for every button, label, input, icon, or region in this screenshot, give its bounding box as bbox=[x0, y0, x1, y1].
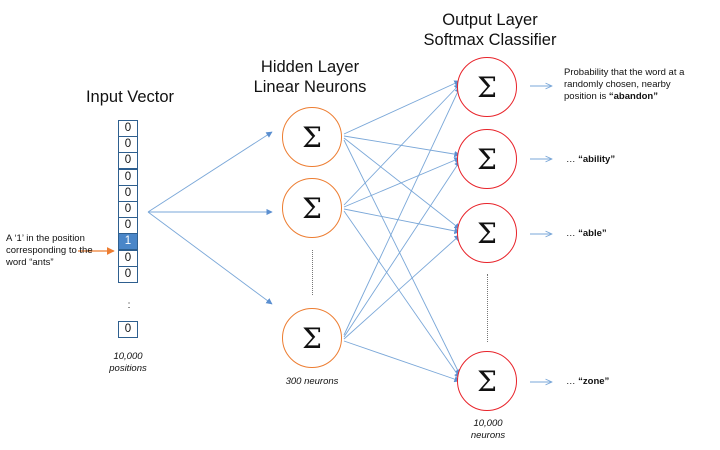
hidden-caption: 300 neurons bbox=[285, 376, 339, 387]
hidden-to-output-arrow bbox=[343, 80, 461, 135]
output-word-abandon: “abandon” bbox=[608, 91, 658, 102]
hidden-neuron-2: Σ bbox=[282, 178, 342, 238]
output-label-ability: … “ability” bbox=[566, 154, 616, 165]
output-title-line2: Softmax Classifier bbox=[423, 31, 557, 49]
input-note-line2: corresponding to the bbox=[6, 245, 93, 256]
hidden-to-output-arrow bbox=[343, 86, 461, 336]
output-caption-line1: 10,000 bbox=[473, 418, 503, 429]
hidden-ellipsis-dots bbox=[312, 250, 315, 295]
hidden-to-output-arrow bbox=[343, 139, 461, 376]
vector-caption-line1: 10,000 bbox=[113, 351, 143, 362]
output-layer-title: Output Layer Softmax Classifier bbox=[410, 10, 570, 50]
output-label-zone: … “zone” bbox=[566, 376, 610, 387]
hidden-to-output-arrow bbox=[343, 137, 461, 230]
hidden-neuron-3: Σ bbox=[282, 308, 342, 368]
vector-caption: 10,000 positions bbox=[98, 351, 158, 375]
hidden-title-line2: Linear Neurons bbox=[253, 78, 367, 96]
output-caption-line2: neurons bbox=[470, 430, 506, 441]
output-word-zone: “zone” bbox=[578, 376, 610, 387]
vector-cell: 0 bbox=[118, 201, 138, 218]
output-ellipsis-dots bbox=[487, 274, 490, 342]
hidden-to-output-arrow bbox=[343, 234, 461, 340]
hidden-to-output-arrow bbox=[343, 208, 461, 234]
input-note-line3: word “ants” bbox=[6, 257, 54, 268]
hidden-to-output-arrow bbox=[343, 135, 461, 158]
output-title-line1: Output Layer bbox=[442, 11, 538, 29]
output-word-ability: “ability” bbox=[578, 154, 616, 165]
vector-cell: 0 bbox=[118, 265, 138, 283]
input-note: A ‘1’ in the position corresponding to t… bbox=[6, 233, 116, 269]
hidden-neuron-1: Σ bbox=[282, 107, 342, 167]
input-to-hidden-arrow-3 bbox=[147, 211, 273, 305]
vector-cell-hot: 1 bbox=[118, 233, 138, 251]
hidden-to-output-arrow bbox=[343, 160, 461, 338]
vector-cell: 0 bbox=[118, 136, 138, 154]
input-to-hidden-arrow-1 bbox=[147, 131, 273, 213]
output-neuron-able: Σ bbox=[457, 203, 517, 263]
output-label-abandon: Probability that the word at a randomly … bbox=[564, 67, 719, 103]
output-neuron-ability: Σ bbox=[457, 129, 517, 189]
output-label-abandon-line2: randomly chosen, nearby bbox=[564, 79, 671, 90]
vector-cell: 0 bbox=[118, 217, 138, 235]
hidden-title-line1: Hidden Layer bbox=[260, 58, 360, 76]
vector-cell-last: 0 bbox=[118, 321, 138, 338]
hidden-to-output-arrow bbox=[343, 83, 461, 206]
hidden-to-output-arrow bbox=[343, 210, 461, 379]
output-label-able: … “able” bbox=[566, 228, 607, 239]
vector-cell: 0 bbox=[118, 120, 138, 137]
vector-caption-line2: positions bbox=[109, 363, 147, 374]
vector-cell: 0 bbox=[118, 168, 138, 186]
hidden-layer-title: Hidden Layer Linear Neurons bbox=[240, 57, 380, 97]
vector-cell: 0 bbox=[118, 152, 138, 170]
input-vector-title: Input Vector bbox=[85, 88, 175, 106]
vector-cell: 0 bbox=[118, 184, 138, 202]
output-neuron-abandon: Σ bbox=[457, 57, 517, 117]
output-caption: 10,000 neurons bbox=[452, 418, 524, 442]
hidden-to-output-arrow bbox=[343, 340, 461, 383]
output-word-able: “able” bbox=[578, 228, 607, 239]
output-label-abandon-line3: position is “abandon” bbox=[564, 91, 658, 102]
vector-ellipsis: : bbox=[127, 300, 131, 311]
hidden-to-output-arrow bbox=[343, 157, 461, 208]
output-neuron-zone: Σ bbox=[457, 351, 517, 411]
input-note-line1: A ‘1’ in the position bbox=[6, 233, 85, 244]
output-label-abandon-line1: Probability that the word at a bbox=[564, 67, 685, 78]
vector-cell: 0 bbox=[118, 249, 138, 267]
